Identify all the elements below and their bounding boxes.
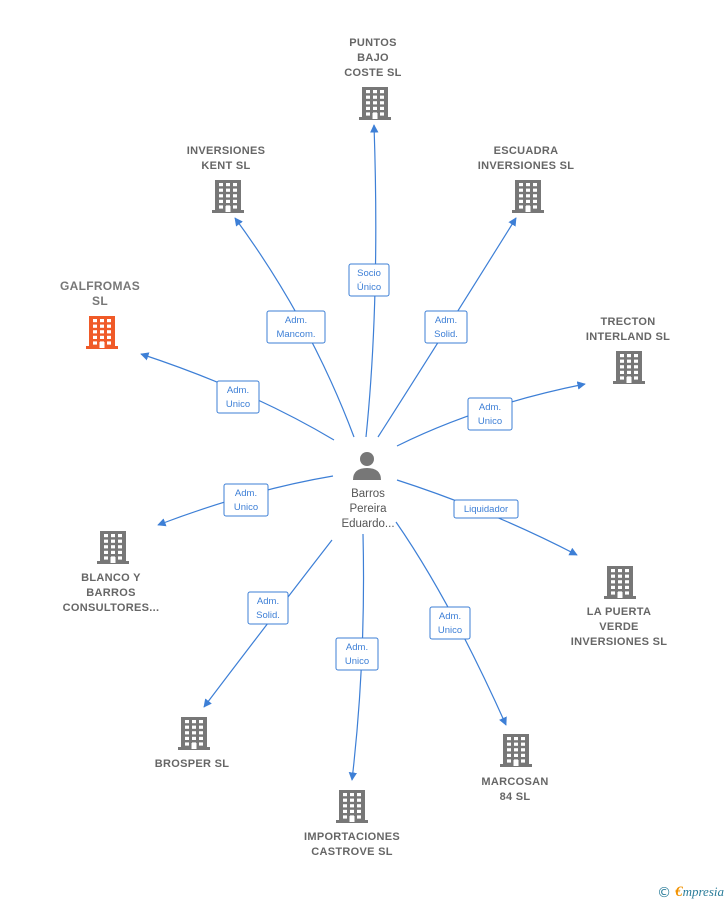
relation-label-trecton[interactable]: Adm. Unico [467, 397, 513, 431]
relation-label-box [467, 397, 513, 431]
company-node-kent[interactable]: INVERSIONES KENT SL [187, 145, 266, 213]
relation-label-text: Mancom. [276, 329, 315, 340]
company-name-line: PUNTOS [349, 37, 396, 49]
building-icon [97, 531, 129, 564]
brand-logo-text: mpresia [682, 884, 724, 899]
relation-label-text: Adm. [346, 642, 368, 653]
center-name-line: Pereira [349, 503, 387, 515]
company-name-line: COSTE SL [344, 67, 401, 79]
company-node-brosper[interactable]: BROSPER SL [155, 717, 230, 770]
company-name-line: MARCOSAN [481, 776, 548, 788]
company-node-marcosan[interactable]: MARCOSAN 84 SL [481, 734, 548, 803]
footer-brand: © €mpresia [657, 884, 724, 901]
relation-label-blanco[interactable]: Adm. Unico [223, 483, 269, 517]
center-person-node[interactable]: Barros Pereira Eduardo... [341, 452, 395, 530]
company-name-line: INVERSIONES [187, 145, 266, 157]
company-node-lapuerta[interactable]: LA PUERTA VERDE INVERSIONES SL [571, 566, 668, 648]
relation-label-text: Unico [226, 399, 250, 410]
company-name-line: BROSPER SL [155, 758, 230, 770]
company-name-line: INVERSIONES SL [571, 636, 668, 648]
building-icon [359, 87, 391, 120]
relation-label-box [216, 380, 260, 414]
company-name-line: CASTROVE SL [311, 846, 393, 858]
company-name-line: BARROS [86, 587, 135, 599]
company-node-blanco[interactable]: BLANCO Y BARROS CONSULTORES... [63, 531, 160, 614]
relation-label-text: Adm. [439, 611, 461, 622]
relation-label-text: Unico [478, 416, 502, 427]
relation-label-lapuerta[interactable]: Liquidador [453, 499, 519, 519]
building-icon [500, 734, 532, 767]
relation-label-text: Liquidador [464, 504, 508, 515]
company-name-line: IMPORTACIONES [304, 831, 400, 843]
relation-label-box [453, 499, 519, 519]
company-name-line: TRECTON [600, 316, 655, 328]
relation-label-text: Solid. [434, 329, 458, 340]
relation-label-text: Adm. [227, 385, 249, 396]
company-name-line: LA PUERTA [587, 606, 651, 618]
company-name-line: SL [92, 294, 108, 308]
building-icon [178, 717, 210, 750]
building-icon [336, 790, 368, 823]
relation-label-text: Socio [357, 268, 381, 279]
center-name-line: Eduardo... [341, 518, 394, 530]
relation-label-text: Adm. [235, 488, 257, 499]
relation-label-text: Unico [234, 502, 258, 513]
company-name-line: CONSULTORES... [63, 602, 160, 614]
relation-label-text: Adm. [257, 596, 279, 607]
company-name-line: BAJO [357, 52, 389, 64]
relation-label-box [348, 263, 390, 297]
relation-label-text: Adm. [435, 315, 457, 326]
company-name-line: GALFROMAS [60, 279, 140, 293]
relation-label-box [266, 310, 326, 344]
company-name-line: KENT SL [201, 160, 250, 172]
company-name-line: VERDE [599, 621, 638, 633]
company-name-line: 84 SL [500, 791, 531, 803]
relation-label-text: Único [357, 282, 381, 293]
relation-label-importaciones[interactable]: Adm. Unico [335, 637, 379, 671]
company-node-escuadra[interactable]: ESCUADRA INVERSIONES SL [478, 145, 575, 213]
person-icon [353, 452, 381, 480]
copyright-icon: © [657, 884, 672, 901]
building-icon [212, 180, 244, 213]
company-node-trecton[interactable]: TRECTON INTERLAND SL [586, 316, 670, 384]
building-icon [613, 351, 645, 384]
relation-label-text: Unico [345, 656, 369, 667]
brand-logo-initial: € [675, 884, 683, 900]
company-name-line: INVERSIONES SL [478, 160, 575, 172]
company-name-line: INTERLAND SL [586, 331, 670, 343]
company-name-line: ESCUADRA [494, 145, 559, 157]
company-name-line: BLANCO Y [81, 572, 141, 584]
relation-label-marcosan[interactable]: Adm. Unico [429, 606, 471, 640]
building-icon [86, 316, 118, 349]
relation-label-escuadra[interactable]: Adm. Solid. [424, 310, 468, 344]
building-icon [604, 566, 636, 599]
building-icon [512, 180, 544, 213]
company-node-puntos[interactable]: PUNTOS BAJO COSTE SL [344, 37, 401, 120]
relation-label-kent[interactable]: Adm. Mancom. [266, 310, 326, 344]
relation-label-text: Adm. [285, 315, 307, 326]
relation-label-box [424, 310, 468, 344]
relation-label-brosper[interactable]: Adm. Solid. [247, 591, 289, 625]
center-name-line: Barros [351, 488, 385, 500]
relation-label-text: Solid. [256, 610, 280, 621]
company-node-importaciones[interactable]: IMPORTACIONES CASTROVE SL [304, 790, 400, 858]
relation-label-text: Unico [438, 625, 462, 636]
relation-label-box [429, 606, 471, 640]
relation-label-box [247, 591, 289, 625]
relation-label-galfromas[interactable]: Adm. Unico [216, 380, 260, 414]
relation-label-box [335, 637, 379, 671]
relation-label-text: Adm. [479, 402, 501, 413]
relation-label-box [223, 483, 269, 517]
